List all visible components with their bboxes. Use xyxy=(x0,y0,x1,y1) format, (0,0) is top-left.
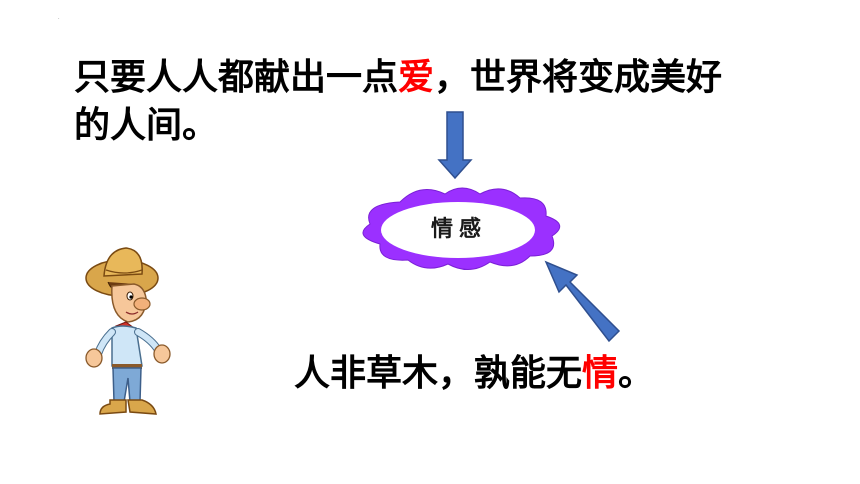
character-illustration xyxy=(82,242,182,420)
bottom-quote: 人非草木，孰能无情。 xyxy=(294,350,654,398)
diagonal-arrow-icon xyxy=(544,260,621,343)
top-quote-line1: 只要人人都献出一点爱，世界将变成美好 xyxy=(74,54,794,102)
down-arrow-icon xyxy=(437,111,473,180)
top-quote: 只要人人都献出一点爱，世界将变成美好 的人间。 xyxy=(74,54,794,150)
cartoon-boy-icon xyxy=(85,247,171,415)
center-label: 情感 xyxy=(430,217,487,242)
top-quote-highlight: 爱 xyxy=(398,57,435,98)
cloud-shape-icon xyxy=(362,187,561,270)
top-quote-text-b: ，世界将变成美好 xyxy=(434,57,723,98)
top-quote-line2: 的人间。 xyxy=(74,105,219,146)
bottom-quote-highlight: 情 xyxy=(582,353,619,394)
top-quote-text-a: 只要人人都献出一点 xyxy=(74,57,399,98)
corner-mark: · xyxy=(58,16,60,22)
bottom-quote-text-b: 。 xyxy=(618,353,655,394)
bottom-quote-text-a: 人非草木，孰能无 xyxy=(294,353,583,394)
